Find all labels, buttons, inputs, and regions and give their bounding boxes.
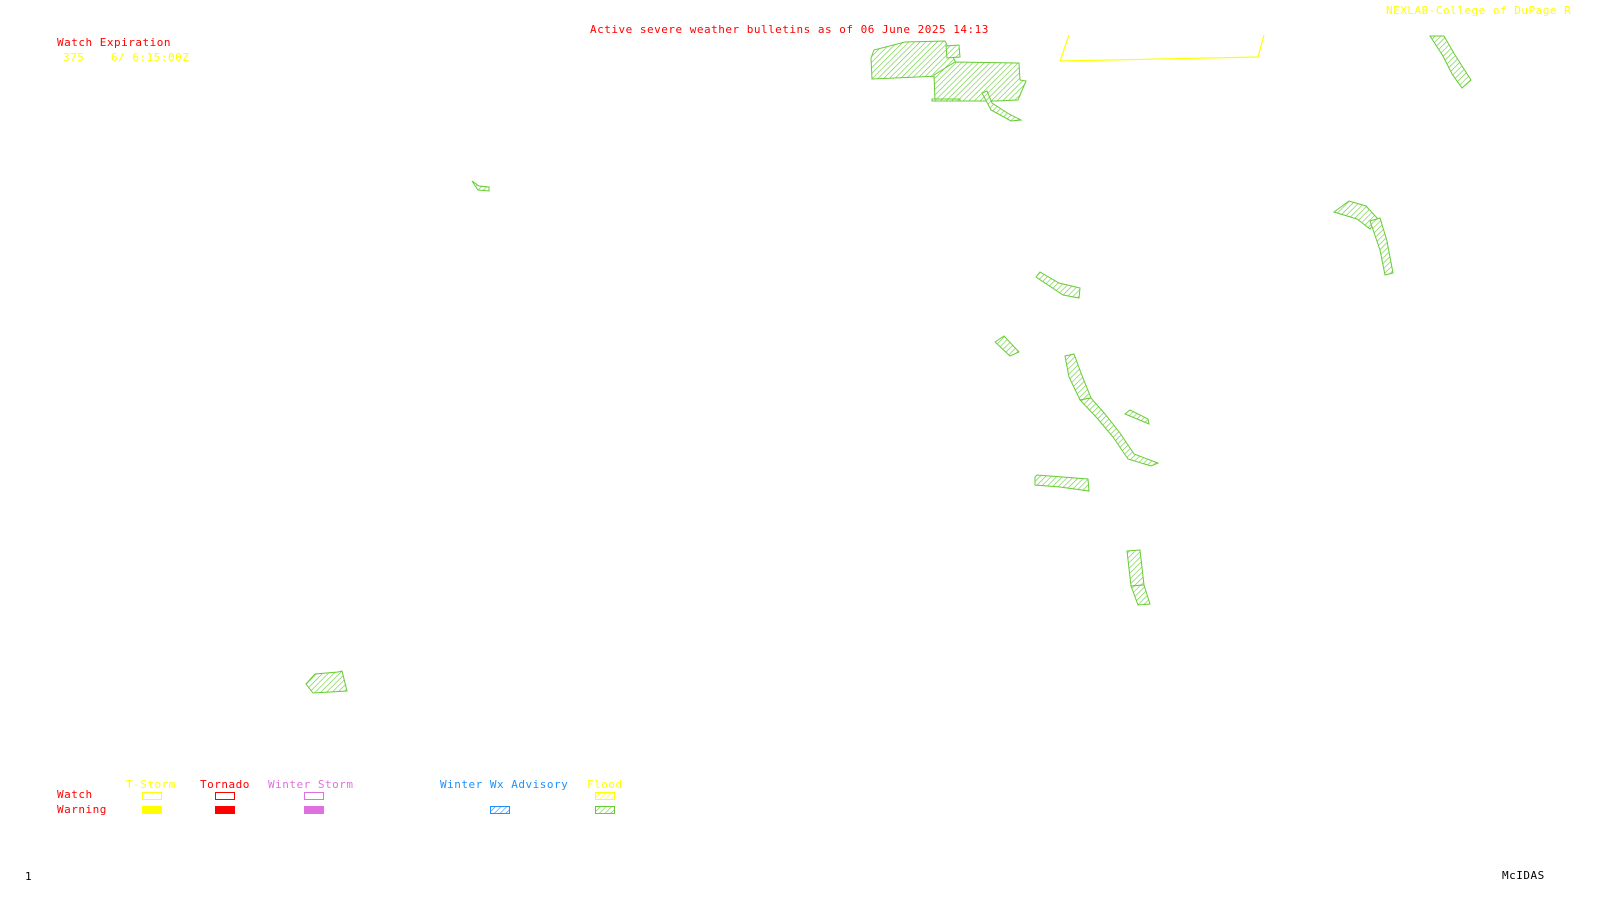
flood-warning-polygon — [981, 90, 1023, 122]
frame-number: 1 — [25, 870, 33, 883]
legend-winter-advisory-swatch — [490, 806, 510, 814]
legend-row-warning: Warning — [57, 803, 107, 816]
flood-warning-polygon — [1079, 397, 1160, 467]
flood-warning-polygon — [1124, 409, 1150, 425]
legend-winter-advisory-label: Winter Wx Advisory — [440, 778, 569, 791]
watch-expiration-time: 6/ 6:15:00Z — [111, 51, 190, 64]
flood-warning-polygon — [1130, 584, 1151, 606]
legend-winter-storm-warning-swatch — [304, 806, 324, 814]
flood-warning-polygon — [931, 98, 961, 102]
flood-warning-polygon — [471, 180, 490, 192]
legend-row-watch: Watch — [57, 788, 93, 801]
bulletin-title: Active severe weather bulletins as of 06… — [590, 23, 989, 36]
credit-label: NEXLAB-College of DuPage R — [1386, 4, 1572, 17]
software-label: McIDAS — [1502, 869, 1545, 882]
flood-warning-polygon — [1369, 217, 1394, 276]
legend-tornado-warning-swatch — [215, 806, 235, 814]
watch-number: 375 — [63, 51, 85, 64]
flood-warning-polygon — [1126, 549, 1145, 587]
flood-warning-polygon — [1035, 271, 1081, 299]
flood-warning-polygon — [1064, 353, 1092, 401]
flood-warning-polygon — [945, 44, 961, 59]
legend-tstorm-watch-swatch — [142, 792, 162, 800]
flood-warning-polygon — [933, 61, 1027, 102]
legend-winter-storm-watch-swatch — [304, 792, 324, 800]
tstorm-watch-outline — [1059, 34, 1265, 62]
legend-flood-warning-swatch — [595, 806, 615, 814]
legend-tstorm-label: T-Storm — [126, 778, 176, 791]
legend-winter-storm-label: Winter Storm — [268, 778, 354, 791]
flood-warning-polygon — [1429, 35, 1472, 89]
legend-tornado-label: Tornado — [200, 778, 250, 791]
legend-flood-watch-swatch — [595, 792, 615, 800]
flood-warning-polygon — [1034, 474, 1090, 492]
flood-warning-polygon — [305, 670, 348, 694]
flood-warning-polygon — [994, 335, 1020, 357]
legend-tstorm-warning-swatch — [142, 806, 162, 814]
watch-expiration-heading: Watch Expiration — [57, 36, 171, 49]
legend-flood-label: Flood — [587, 778, 623, 791]
legend-tornado-watch-swatch — [215, 792, 235, 800]
